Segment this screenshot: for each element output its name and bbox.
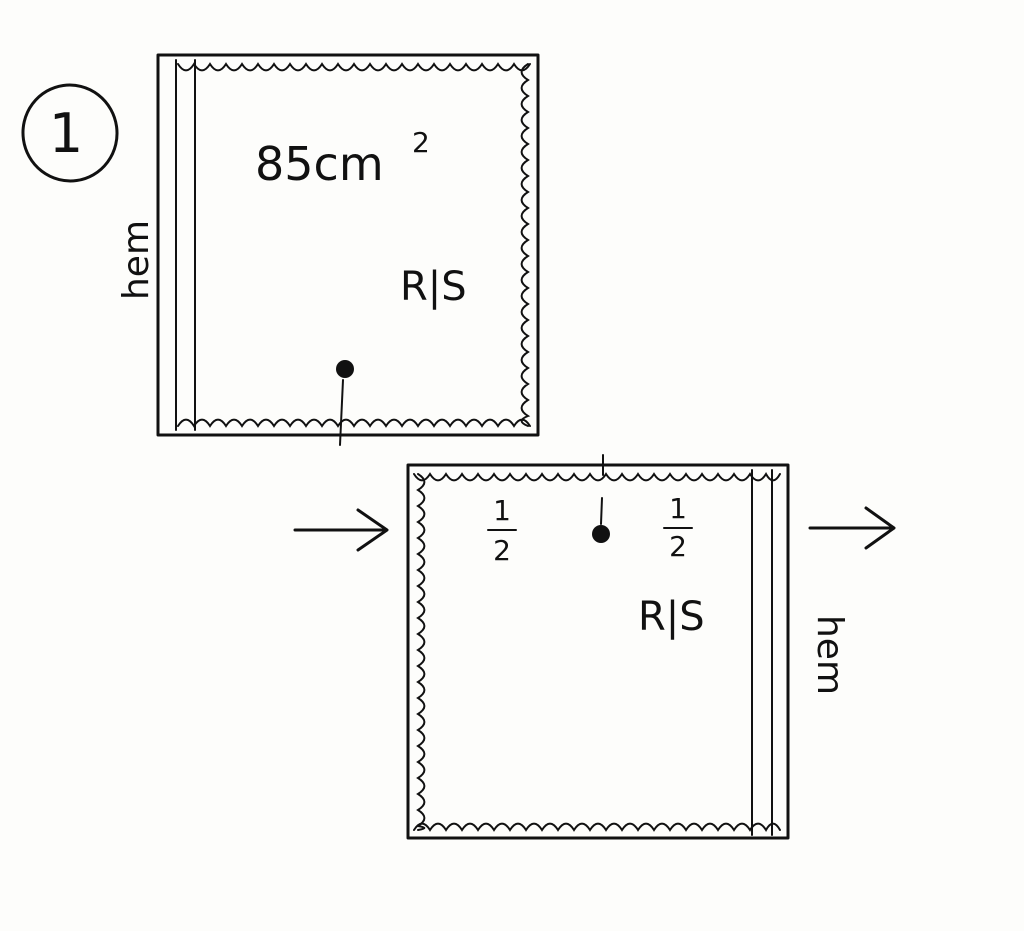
panel-bottom-scallop-top — [413, 472, 781, 482]
panel-top-hem-label: hem — [116, 220, 157, 300]
panel-top-size-exponent: 2 — [412, 126, 430, 159]
panel-bottom-side-label: R|S — [638, 594, 705, 640]
step-number: 1 — [49, 102, 83, 165]
panel-bottom-hem-label: hem — [809, 615, 850, 695]
panel-top-outline — [156, 53, 540, 437]
panel-top-scallop-top — [177, 62, 531, 72]
panel-top-center-mark — [339, 379, 344, 446]
panel-bottom-half-left-num: 1 — [493, 494, 511, 527]
panel-bottom-scallop-left — [415, 473, 426, 831]
panel-bottom-half-right-num: 1 — [669, 492, 687, 525]
panel-top-scallop-bottom — [177, 418, 531, 428]
panel-bottom-half-right-den: 2 — [669, 530, 687, 563]
panel-bottom-marker-stem — [600, 497, 603, 525]
arrow-out — [808, 506, 896, 550]
panel-bottom-marker-dot — [592, 525, 610, 543]
step-marker: 1 — [21, 83, 119, 183]
panel-top: 85cm 2 R|S hem — [116, 53, 540, 446]
panel-bottom: 1 2 1 2 R|S hem — [406, 454, 850, 840]
panel-top-scallop-right — [520, 63, 531, 427]
step-circle — [21, 83, 119, 183]
panel-top-marker-dot — [336, 360, 354, 378]
panel-bottom-scallop-bottom — [413, 822, 781, 832]
panel-top-size-label: 85cm — [255, 137, 384, 191]
arrow-in — [293, 508, 389, 552]
panel-bottom-outline — [406, 463, 790, 840]
panel-bottom-half-left-den: 2 — [493, 534, 511, 567]
arrow-out-head — [864, 506, 896, 550]
arrow-in-head — [356, 508, 389, 552]
panel-top-side-label: R|S — [400, 264, 467, 310]
